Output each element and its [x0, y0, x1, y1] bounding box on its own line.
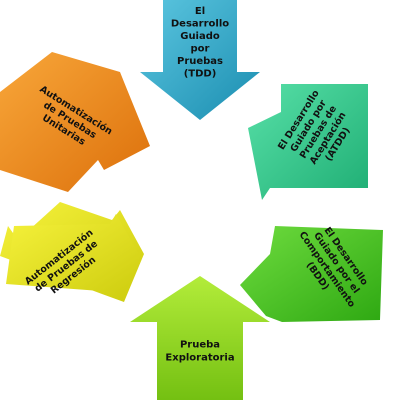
arrow-label-line: Pruebas [177, 56, 223, 67]
arrow-unitarias: Automatizaciónde PruebasUnitarias [0, 52, 150, 192]
arrow-label-line: Exploratoria [165, 353, 234, 364]
arrow-bdd: El DesarrolloGuiado por elComportamiento… [240, 225, 383, 322]
arrow-atdd: El DesarrolloGuiado porPruebas deAceptac… [248, 84, 368, 200]
arrow-regresion-body [6, 214, 140, 300]
arrow-label-line: por [191, 43, 210, 54]
arrow-unitarias-shape [0, 52, 150, 192]
arrow-label-line: Desarrollo [171, 18, 229, 29]
arrow-label-line: Guiado [180, 31, 220, 42]
arrow-label-line: El [195, 6, 205, 17]
arrow-label-line: (TDD) [184, 68, 217, 79]
arrow-bdd-shape [240, 226, 383, 322]
arrow-label-line: Prueba [180, 340, 220, 351]
arrow-exploratoria-shape [130, 276, 270, 400]
arrow-atdd-shape [248, 84, 368, 200]
arrow-tdd-shape [140, 0, 260, 120]
arrow-regresion: Automatizaciónde Pruebas deRegresión [0, 202, 144, 302]
